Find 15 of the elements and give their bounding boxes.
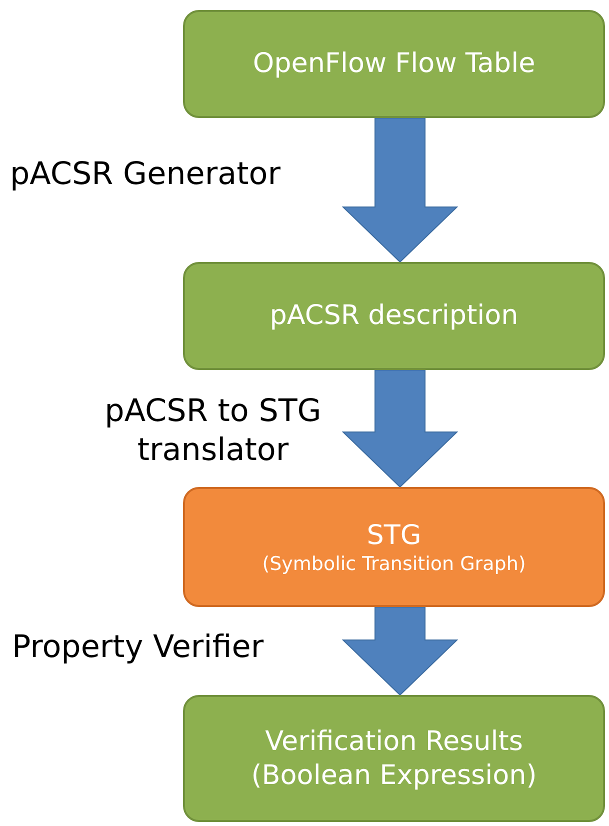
box-subtitle: (Symbolic Transition Graph) — [262, 552, 526, 575]
step-box — [183, 10, 605, 118]
step-box — [183, 695, 605, 822]
block-arrow — [342, 370, 458, 488]
box-title: OpenFlow Flow Table — [252, 47, 536, 81]
box-title: pACSR description — [268, 299, 520, 333]
box-title: STG — [366, 519, 422, 553]
highlighted-step-box — [183, 487, 605, 607]
box-title: Verification Results (Boolean Expression) — [250, 724, 538, 792]
block-arrow — [342, 118, 458, 263]
edge-label: pACSR Generator — [10, 155, 282, 194]
edge-label: pACSR to STG translator — [104, 392, 322, 470]
step-box — [183, 262, 605, 370]
edge-label: Property Verifier — [12, 628, 265, 667]
block-arrow — [342, 606, 458, 696]
